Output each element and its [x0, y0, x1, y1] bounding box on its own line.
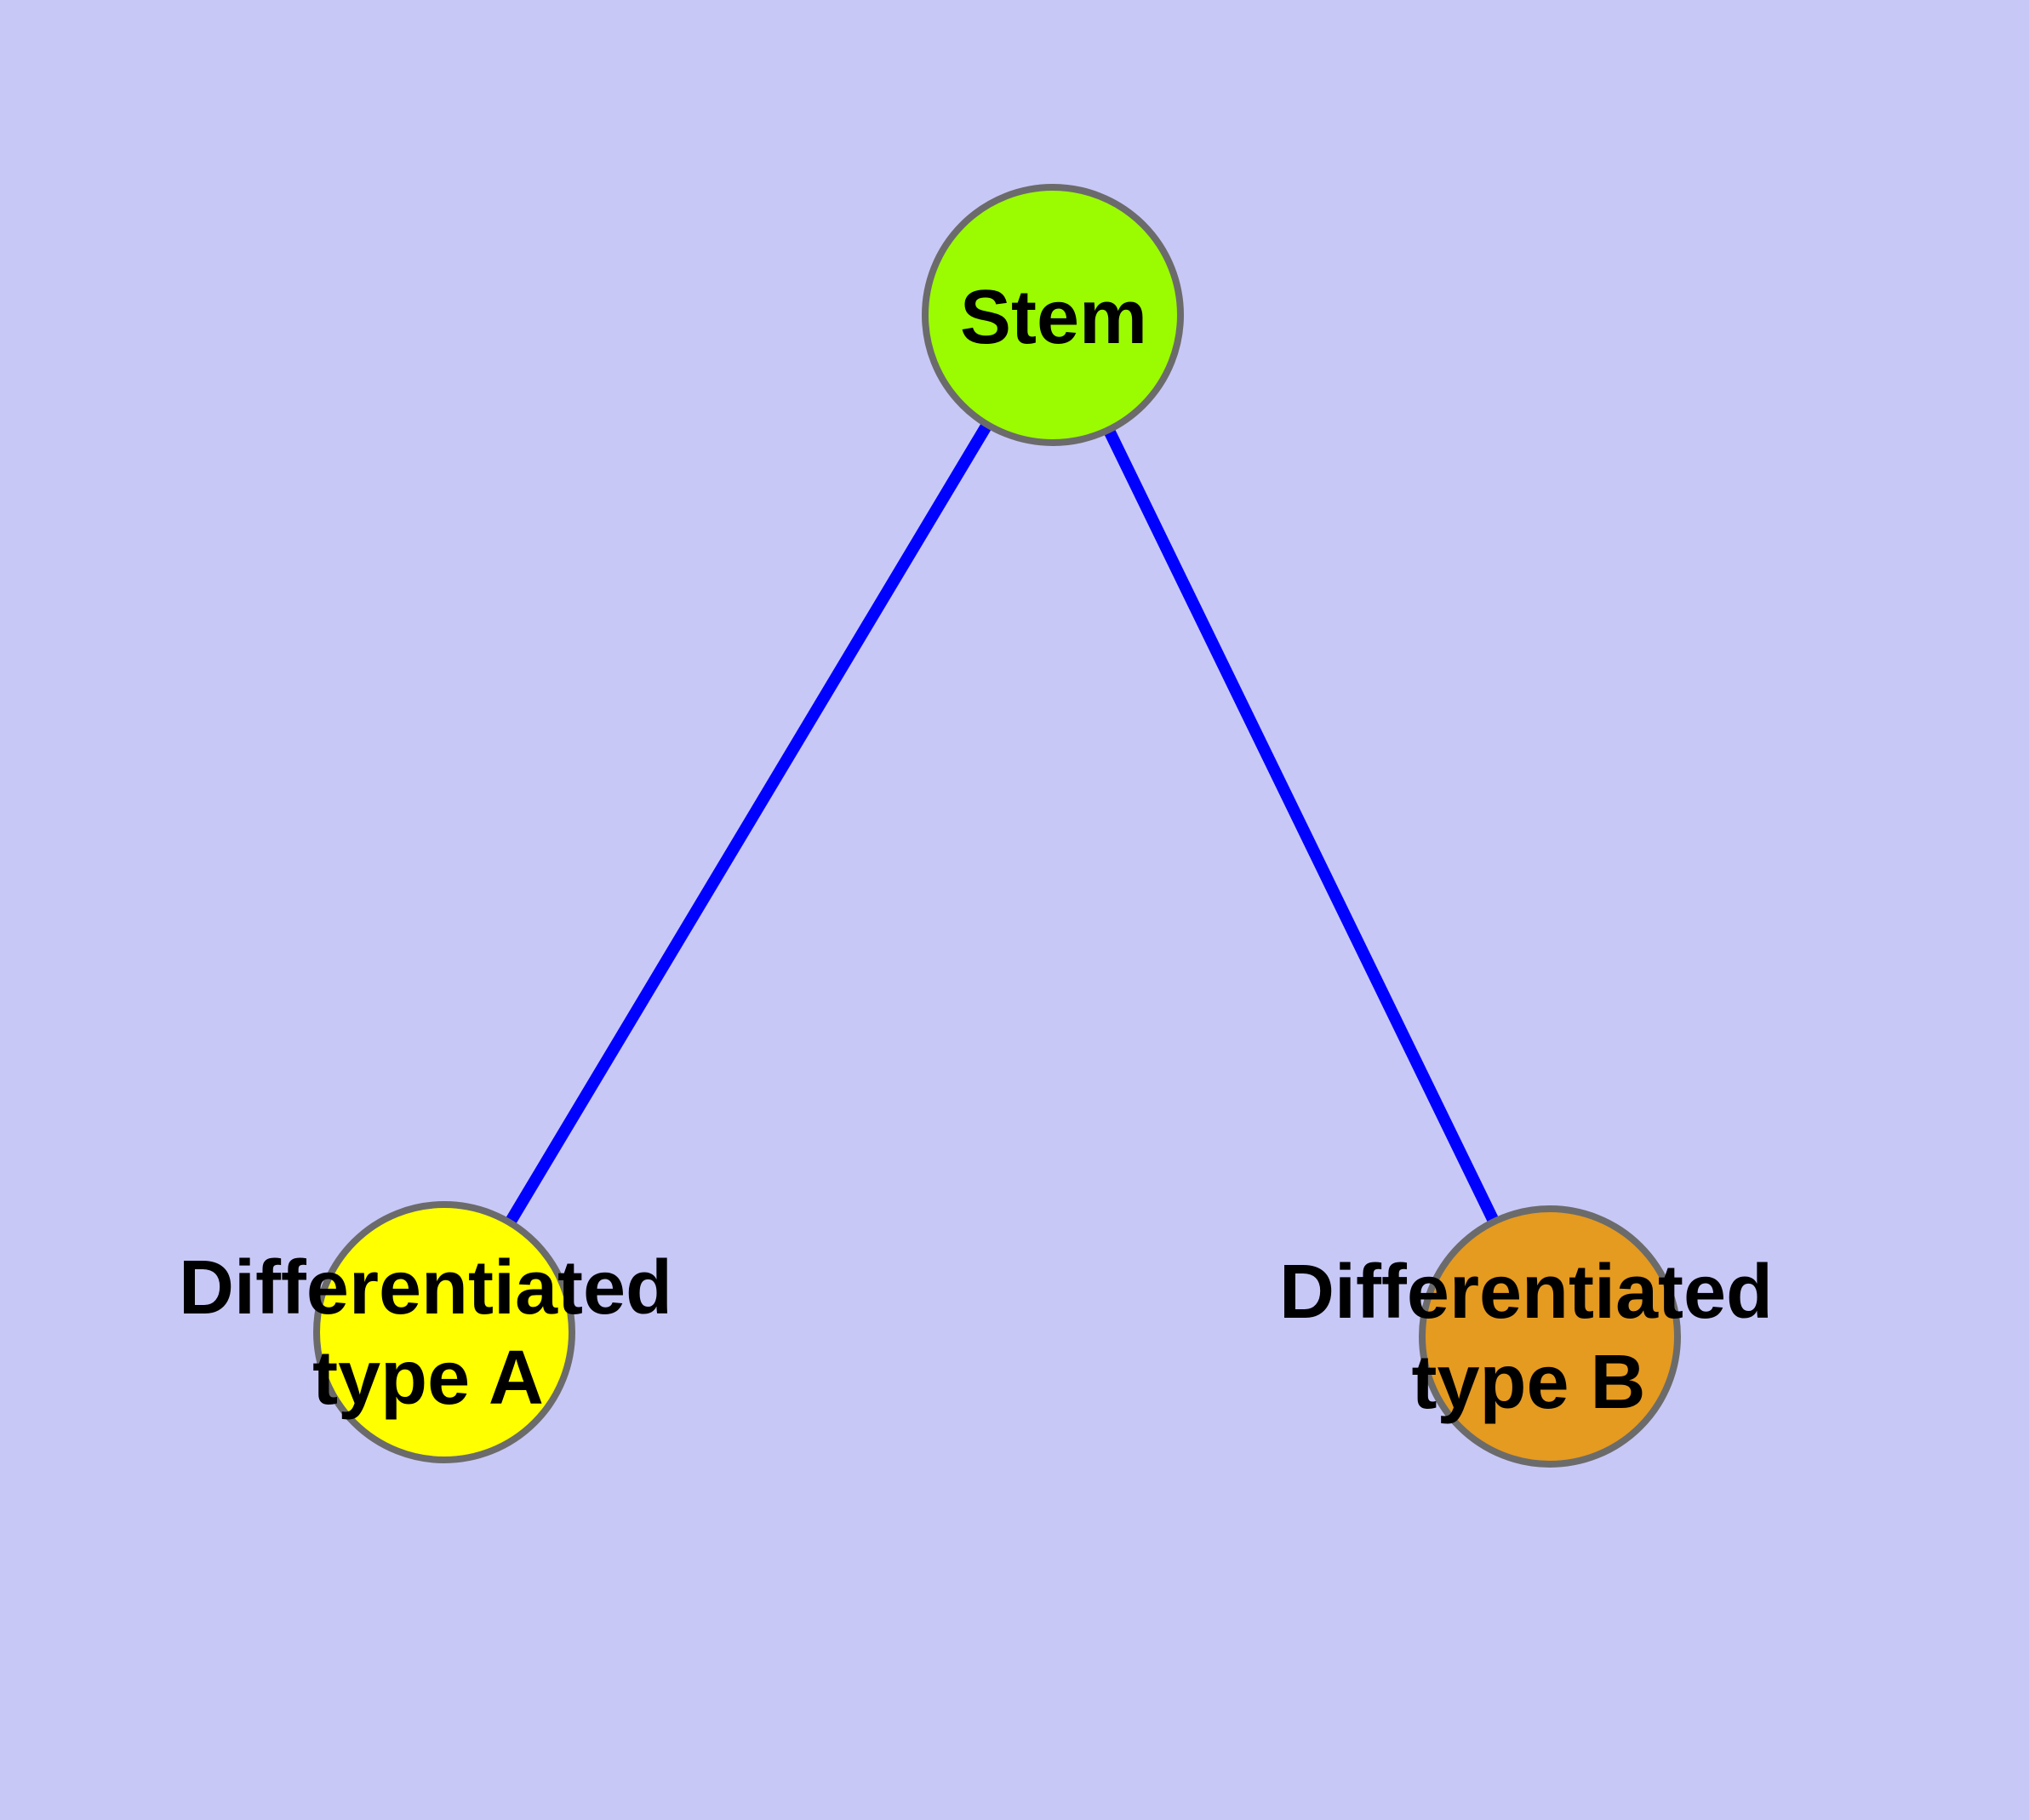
node-stem-label: Stem: [960, 275, 1147, 360]
edge-stem-to-type-b: [1047, 312, 1556, 1340]
node-differentiated-type-a: [313, 1201, 575, 1463]
node-stem: [922, 184, 1184, 446]
node-type-b-label-line2: type B: [1411, 1340, 1645, 1425]
node-type-a-label-line1: Differentiated: [179, 1245, 672, 1331]
node-type-a-label-line2: type A: [312, 1336, 544, 1421]
node-type-b-label-line1: Differentiated: [1279, 1250, 1773, 1335]
node-differentiated-type-b: [1419, 1205, 1681, 1468]
edge-stem-to-type-a: [438, 312, 1059, 1336]
